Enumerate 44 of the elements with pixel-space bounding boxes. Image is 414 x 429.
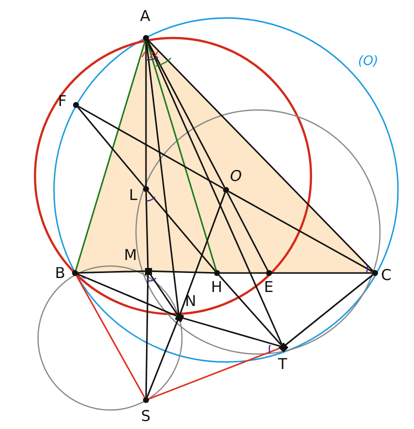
line-segment: [77, 273, 177, 317]
line-segment: [145, 41, 147, 186]
point-label: C: [381, 267, 392, 283]
line-segment: [145, 192, 149, 268]
line-segment: [148, 40, 374, 272]
line-segment: [78, 106, 224, 190]
line-segment: [146, 40, 217, 270]
line-segment: [145, 274, 149, 398]
line-segment: [148, 347, 280, 400]
line-segment: [76, 275, 146, 398]
line-segment: [272, 272, 372, 274]
line-segment: [284, 274, 374, 346]
point-label: N: [185, 293, 196, 309]
line-segment: [146, 40, 282, 345]
line-segment: [179, 192, 226, 314]
line-segment: [147, 190, 216, 272]
line-segment: [146, 40, 226, 188]
line-segment: [146, 40, 180, 314]
point-label: E: [264, 279, 274, 295]
line-segment: [146, 320, 179, 398]
point: [145, 268, 152, 275]
point-label: B: [55, 265, 66, 281]
point-label: F: [58, 93, 67, 109]
line-segment: [228, 190, 373, 272]
point-label: S: [141, 408, 151, 424]
point-label: H: [211, 279, 222, 295]
point: [143, 35, 149, 41]
line-segment: [220, 272, 266, 274]
line-segment: [149, 273, 178, 315]
line-segment: [182, 317, 280, 347]
line-segment: [75, 40, 146, 270]
point-label: A: [140, 8, 150, 24]
circle-label: (O): [358, 54, 378, 70]
point: [73, 102, 79, 108]
line-segment: [218, 274, 282, 346]
point-label: M: [124, 247, 137, 263]
line-segment: [77, 106, 145, 188]
line-segment: [226, 192, 268, 271]
point-label: O: [230, 168, 242, 184]
line-segment: [150, 270, 214, 274]
point-label: L: [129, 187, 138, 203]
point: [143, 397, 149, 403]
line-segment: [78, 270, 146, 274]
point-label: T: [278, 356, 288, 372]
